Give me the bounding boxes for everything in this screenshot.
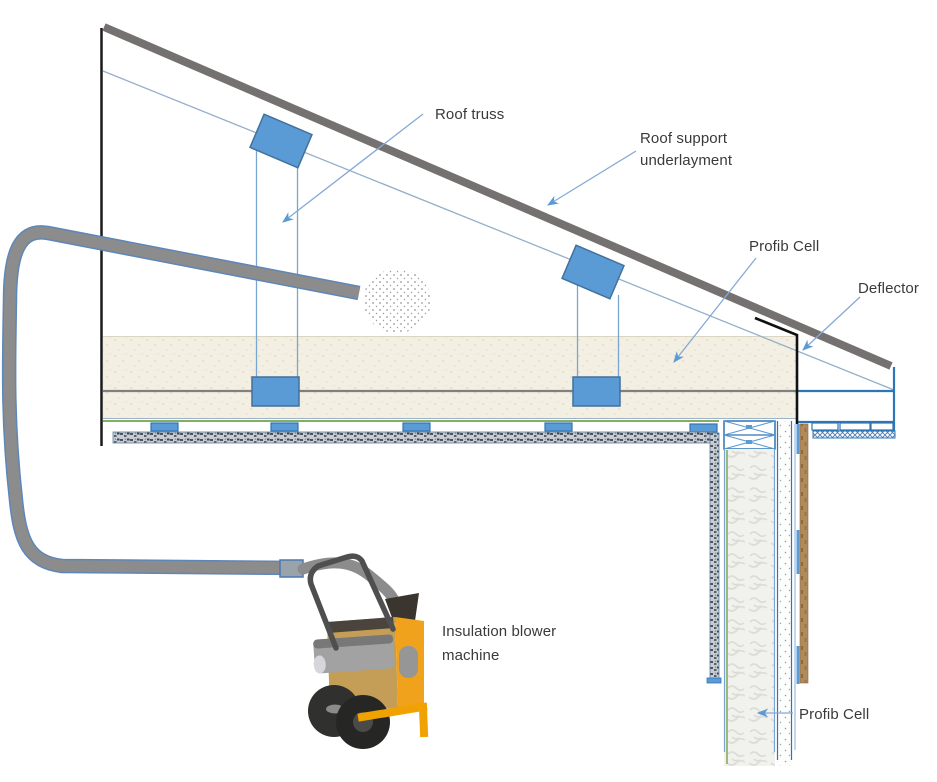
machine-wheels	[308, 685, 390, 749]
ceiling-board	[112, 431, 714, 444]
eave-assembly	[797, 367, 896, 439]
machine-foot-bracket	[357, 702, 429, 738]
roof-beam	[102, 23, 893, 370]
leader-roof-support-underlayment	[547, 150, 637, 206]
wall-sheathing	[776, 421, 793, 766]
label-profib-cell-wall: Profib Cell	[799, 706, 870, 723]
label-roof-support-underlayment: Roof support underlayment	[640, 130, 733, 169]
insulation-blower-machine	[307, 553, 429, 749]
machine-hopper-funnel	[385, 593, 419, 623]
label-deflector: Deflector	[858, 280, 919, 297]
leader-profib-cell-roof	[673, 257, 757, 363]
roof-truss-1	[249, 113, 313, 407]
leader-roof-truss	[282, 113, 424, 223]
ceiling-battens	[150, 422, 718, 433]
wall-interior-board	[709, 432, 720, 682]
roof-truss-2	[561, 244, 625, 407]
wall-assembly	[706, 420, 809, 766]
machine-motor	[313, 634, 395, 674]
deflector-plate	[754, 316, 799, 424]
wall-wood-batten	[799, 423, 809, 684]
insulation-spray	[363, 269, 431, 333]
label-insulation-blower-machine: Insulation blower machine	[442, 623, 557, 664]
ceiling-insulation-layer	[103, 336, 797, 419]
wall-top-bracing	[723, 420, 776, 450]
label-profib-cell-roof: Profib Cell	[749, 238, 820, 255]
batten-clips	[796, 424, 800, 684]
label-roof-truss: Roof truss	[435, 106, 505, 123]
wall-cavity-insulation	[723, 449, 776, 766]
machine-top-lid	[327, 617, 394, 633]
leader-deflector	[802, 296, 861, 351]
underlayment-line	[102, 70, 895, 391]
machine-handle	[307, 553, 396, 651]
leader-lines	[282, 113, 861, 718]
